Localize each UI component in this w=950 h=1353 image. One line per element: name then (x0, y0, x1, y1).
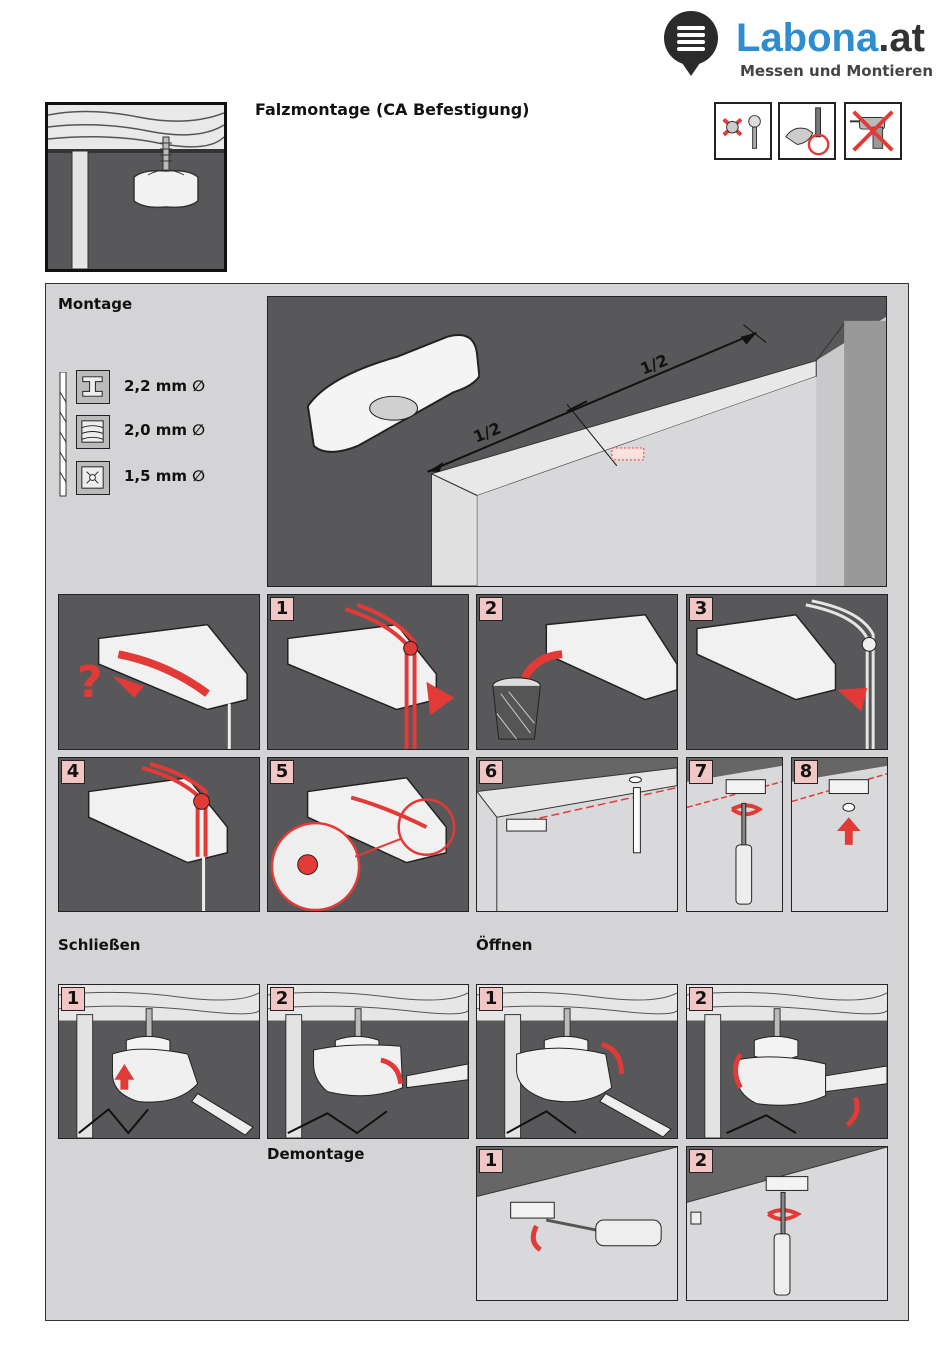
step-badge: 2 (270, 987, 294, 1011)
brand-name: Labona.at (736, 16, 925, 60)
steel-beam-icon (76, 370, 110, 404)
step-badge: 5 (270, 760, 294, 784)
section-demontage-label: Demontage (267, 1145, 365, 1163)
step-badge: 1 (479, 987, 503, 1011)
montage-step-question-panel: ? (58, 594, 260, 750)
step-badge: 8 (794, 760, 818, 784)
step-badge: 7 (689, 760, 713, 784)
hand-screwdriver-icon (778, 102, 836, 160)
no-screw-type-icon (714, 102, 772, 160)
step-badge: 2 (689, 1149, 713, 1173)
oeffnen-step-2-panel: 2 (686, 984, 888, 1139)
oeffnen-step-1-panel: 1 (476, 984, 678, 1139)
step-badge: 3 (689, 597, 713, 621)
step-badge: 1 (479, 1149, 503, 1173)
logo-pin-icon (662, 10, 720, 78)
montage-step-4-panel: 4 (58, 757, 260, 912)
montage-step-2-panel: 2 (476, 594, 678, 750)
step-badge: 1 (61, 987, 85, 1011)
schliessen-step-1-panel: 1 (58, 984, 260, 1139)
step-badge: 2 (689, 987, 713, 1011)
montage-step-5-panel: 5 (267, 757, 469, 912)
header-illustration (45, 102, 227, 272)
wood-icon (76, 415, 110, 449)
schliessen-step-2-panel: 2 (267, 984, 469, 1139)
drill-size-plastic: 1,5 mm ∅ (124, 467, 206, 485)
no-power-drill-icon (844, 102, 902, 160)
drill-bit-icon (58, 371, 68, 502)
drill-size-wood: 2,0 mm ∅ (124, 421, 206, 439)
brand-tagline: Messen und Montieren (740, 62, 933, 80)
question-mark: ? (77, 657, 103, 708)
step-badge: 6 (479, 760, 503, 784)
document-title: Falzmontage (CA Befestigung) (255, 100, 530, 119)
section-oeffnen-label: Öffnen (476, 936, 533, 954)
step-badge: 2 (479, 597, 503, 621)
step-badge: 4 (61, 760, 85, 784)
section-montage-label: Montage (58, 295, 133, 313)
step-badge: 1 (270, 597, 294, 621)
montage-step-1-panel: 1 (267, 594, 469, 750)
drill-size-steel: 2,2 mm ∅ (124, 377, 206, 395)
montage-step-7-panel: 7 (686, 757, 783, 912)
demontage-step-1-panel: 1 (476, 1146, 678, 1301)
montage-step-8-panel: 8 (791, 757, 888, 912)
montage-step-6-panel: 6 (476, 757, 678, 912)
section-schliessen-label: Schließen (58, 936, 141, 954)
plastic-icon (76, 461, 110, 495)
montage-step-3-panel: 3 (686, 594, 888, 750)
overview-panel: 1/2 1/2 (267, 296, 887, 587)
demontage-step-2-panel: 2 (686, 1146, 888, 1301)
